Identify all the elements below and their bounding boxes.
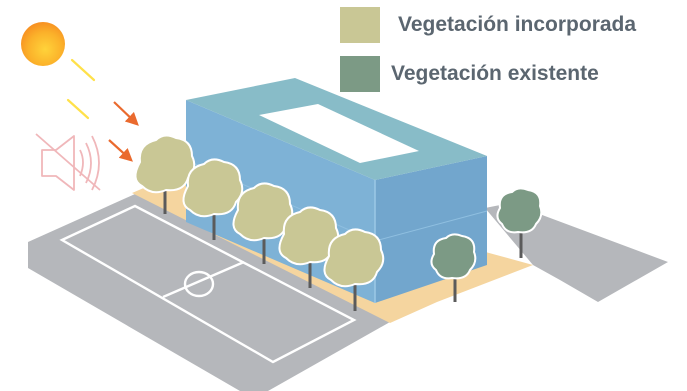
tree-incorporated — [134, 134, 196, 214]
sun-rays — [66, 58, 96, 120]
roof-skylight — [259, 104, 419, 163]
existing-trees — [430, 187, 543, 302]
legend-swatch-existing — [340, 56, 380, 92]
heat-arrow-icon — [108, 101, 139, 162]
legend-swatch-incorporated — [340, 7, 380, 43]
legend-label-incorporated: Vegetación incorporada — [398, 13, 637, 36]
tree-existing — [496, 187, 543, 258]
tree-incorporated — [182, 158, 244, 240]
sports-court — [59, 204, 357, 364]
noise-icon — [35, 133, 101, 191]
tree-incorporated — [323, 228, 385, 311]
legend-label-existing: Vegetación existente — [391, 62, 599, 85]
sun-icon — [21, 22, 65, 66]
tree-existing — [430, 233, 477, 302]
incorporated-trees — [134, 134, 385, 311]
